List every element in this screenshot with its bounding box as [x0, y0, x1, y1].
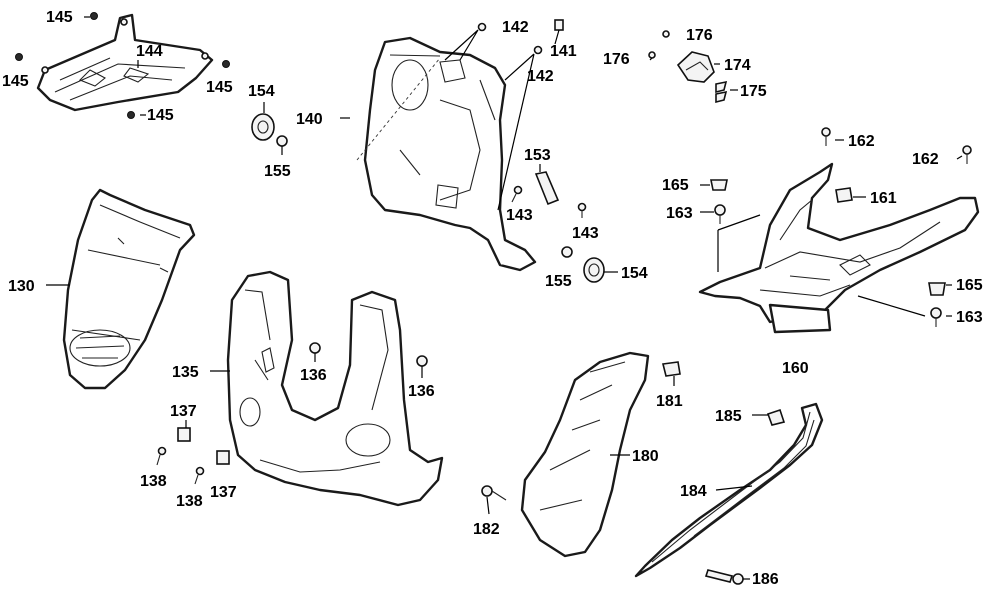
part-185-clip [766, 408, 786, 426]
part-153-bracket [534, 164, 560, 206]
label-138: 138 [140, 473, 167, 490]
part-143-screws [511, 185, 587, 218]
label-130: 130 [8, 278, 35, 295]
label-155: 155 [545, 273, 572, 290]
label-155: 155 [264, 163, 291, 180]
part-142-screws [444, 22, 543, 211]
part-154-grommet-right [583, 257, 618, 283]
label-145: 145 [206, 79, 233, 96]
label-143: 143 [572, 225, 599, 242]
label-186: 186 [752, 571, 779, 588]
label-140: 140 [296, 111, 323, 128]
part-182-bolt [481, 485, 507, 501]
part-186-bolt [704, 569, 744, 585]
label-135: 135 [172, 364, 199, 381]
part-155-nut-right [561, 246, 573, 258]
label-165: 165 [662, 177, 689, 194]
label-136: 136 [300, 367, 327, 384]
part-161-clip [835, 187, 853, 203]
part-141-screw [554, 19, 564, 45]
leader-lines [46, 16, 963, 580]
part-174-hook [648, 30, 728, 104]
part-144-rack-cover [36, 13, 214, 112]
label-145: 145 [2, 73, 29, 90]
label-162: 162 [848, 133, 875, 150]
part-180-side-panel [520, 351, 650, 558]
label-176: 176 [686, 27, 713, 44]
label-141: 141 [550, 43, 577, 60]
part-145-nuts [15, 12, 230, 119]
label-136: 136 [408, 383, 435, 400]
part-137-clips [177, 420, 230, 465]
label-145: 145 [147, 107, 174, 124]
label-160: 160 [782, 360, 809, 377]
label-174: 174 [724, 57, 751, 74]
label-181: 181 [656, 393, 683, 410]
label-138: 138 [176, 493, 203, 510]
part-184-floor-trim [634, 402, 824, 578]
label-165: 165 [956, 277, 983, 294]
label-184: 184 [680, 483, 707, 500]
label-163: 163 [956, 309, 983, 326]
label-137: 137 [210, 484, 237, 501]
label-154: 154 [621, 265, 648, 282]
label-163: 163 [666, 205, 693, 222]
part-138-screws [156, 446, 205, 485]
part-135-front-lower-cover [226, 270, 444, 507]
label-153: 153 [524, 147, 551, 164]
label-182: 182 [473, 521, 500, 538]
label-154: 154 [248, 83, 275, 100]
label-162: 162 [912, 151, 939, 168]
part-155-nut-left [276, 135, 288, 155]
part-162-screws [821, 127, 972, 164]
part-181-clip [662, 361, 681, 377]
part-130-front-shield [62, 188, 196, 390]
label-185: 185 [715, 408, 742, 425]
label-180: 180 [632, 448, 659, 465]
part-140-inner-panel [340, 36, 537, 272]
label-137: 137 [170, 403, 197, 420]
callout-labels: 145 144 145 145 145 154 155 140 142 141 … [2, 9, 983, 588]
part-160-floor-panel [698, 162, 980, 334]
label-144: 144 [136, 43, 163, 60]
part-154-grommet-left [251, 102, 275, 141]
label-175: 175 [740, 83, 767, 100]
label-161: 161 [870, 190, 897, 207]
part-163-screws [714, 204, 942, 327]
label-176: 176 [603, 51, 630, 68]
part-165-grommets [710, 179, 946, 296]
label-145: 145 [46, 9, 73, 26]
label-142: 142 [502, 19, 529, 36]
label-142: 142 [527, 68, 554, 85]
label-143: 143 [506, 207, 533, 224]
